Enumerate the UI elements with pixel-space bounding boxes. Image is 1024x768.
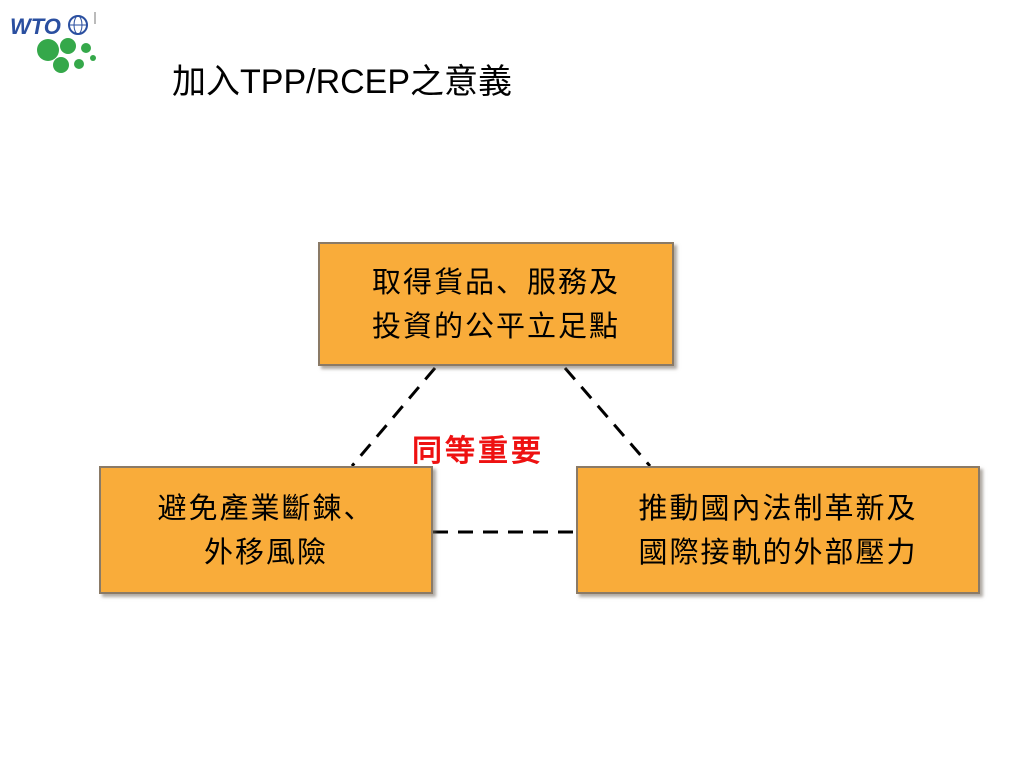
connector-top-right: [563, 367, 652, 467]
node-left-line1: 避免產業斷鍊、: [157, 491, 375, 525]
node-right-line2: 國際接軌的外部壓力: [638, 535, 918, 569]
center-label: 同等重要: [412, 434, 544, 469]
connector-top-left: [350, 367, 437, 467]
node-top-line1: 取得貨品、服務及: [371, 265, 620, 299]
node-top: 取得貨品、服務及 投資的公平立足點: [318, 242, 674, 366]
title-prefix: 加入: [172, 62, 240, 102]
logo-text: WTO: [10, 14, 61, 39]
node-right-line1: 推動國內法制革新及: [638, 491, 918, 525]
title-acronym: TPP/RCEP: [240, 63, 411, 101]
node-top-line2: 投資的公平立足點: [371, 309, 620, 343]
node-right: 推動國內法制革新及 國際接軌的外部壓力: [576, 466, 980, 594]
node-left: 避免產業斷鍊、 外移風險: [99, 466, 433, 594]
wto-logo-icon: WTO: [10, 12, 96, 73]
title-suffix: 之意義: [410, 62, 513, 102]
page-title: 加入TPP/RCEP之意義: [172, 62, 512, 103]
node-left-line2: 外移風險: [203, 535, 328, 569]
